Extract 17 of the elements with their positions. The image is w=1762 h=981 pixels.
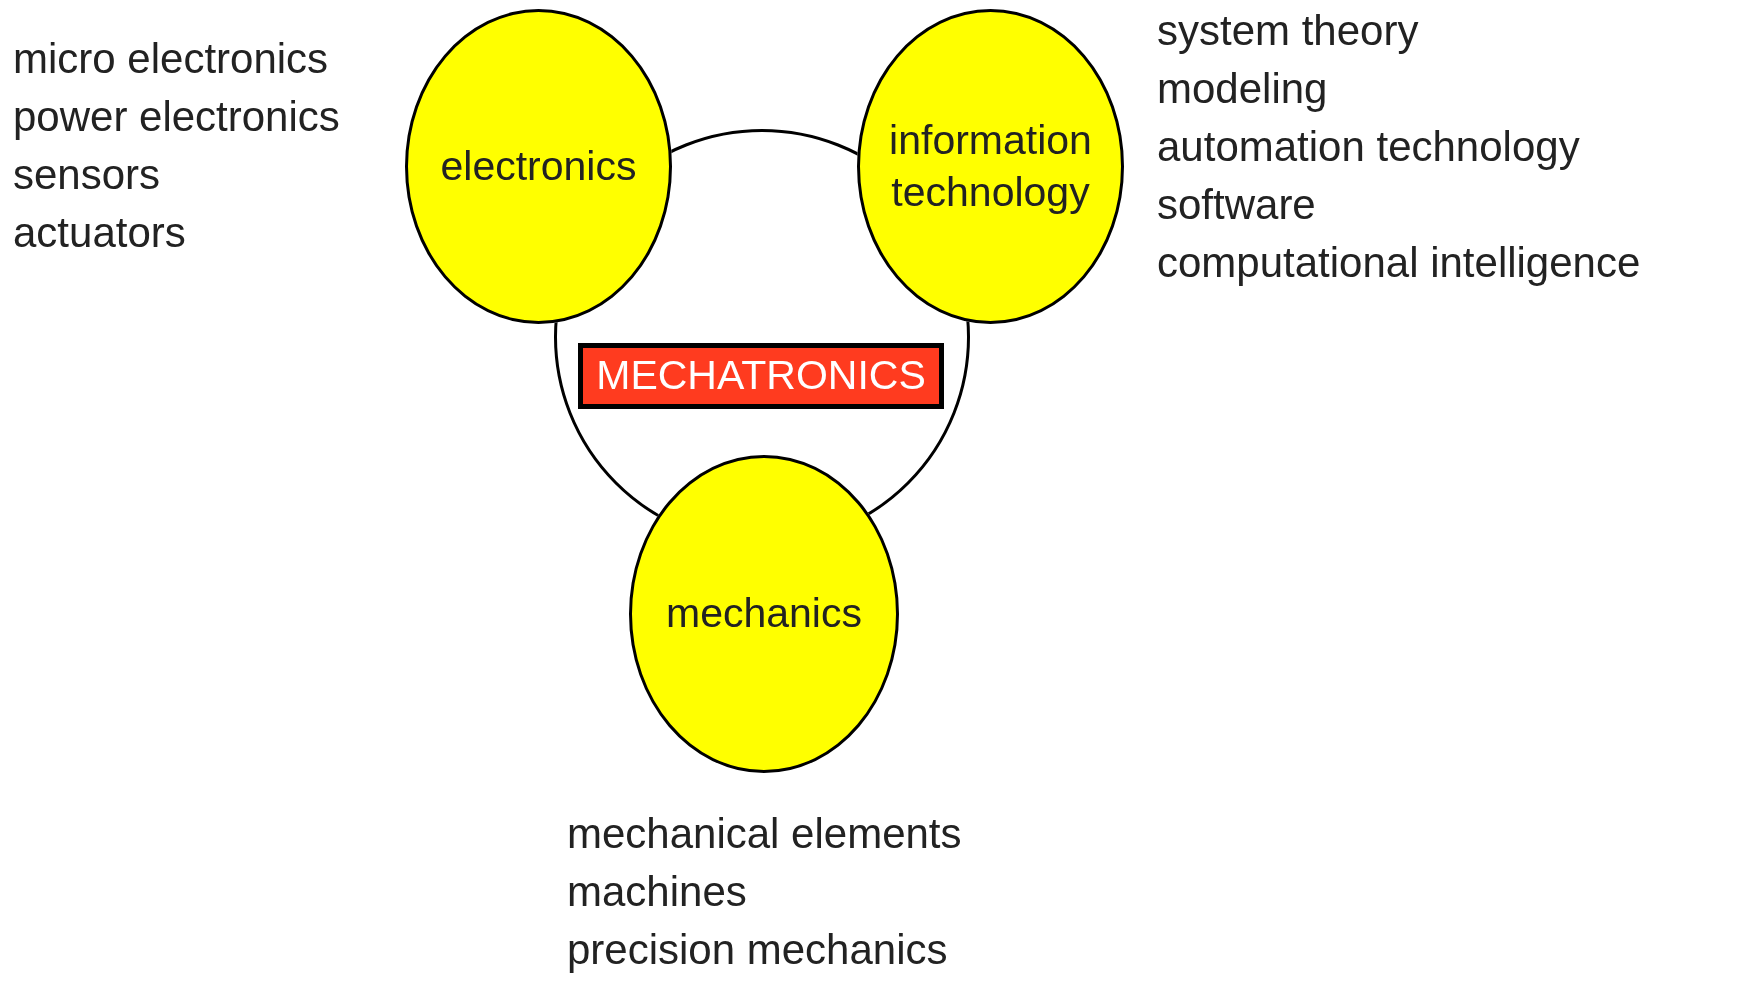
- topic-text: micro electronics: [13, 34, 330, 84]
- topic-text: modeling: [1157, 64, 1329, 114]
- node-label: mechanics: [665, 589, 863, 639]
- topic-text: computational intelligence: [1157, 238, 1641, 288]
- topic-text: software: [1157, 180, 1317, 230]
- node-label: information technology: [888, 116, 1093, 217]
- topic-text: precision mechanics: [567, 925, 949, 975]
- node-label: MECHATRONICS: [595, 351, 927, 401]
- node-label: electronics: [439, 141, 638, 191]
- topic-text: actuators: [13, 208, 187, 258]
- topic-text: automation technology: [1157, 122, 1581, 172]
- topic-text: power electronics: [13, 92, 340, 142]
- topic-text: mechanical elements: [567, 809, 962, 859]
- label-box: [578, 343, 944, 409]
- topic-text: machines: [567, 867, 748, 917]
- topic-text: system theory: [1157, 6, 1420, 56]
- topic-text: sensors: [13, 150, 162, 200]
